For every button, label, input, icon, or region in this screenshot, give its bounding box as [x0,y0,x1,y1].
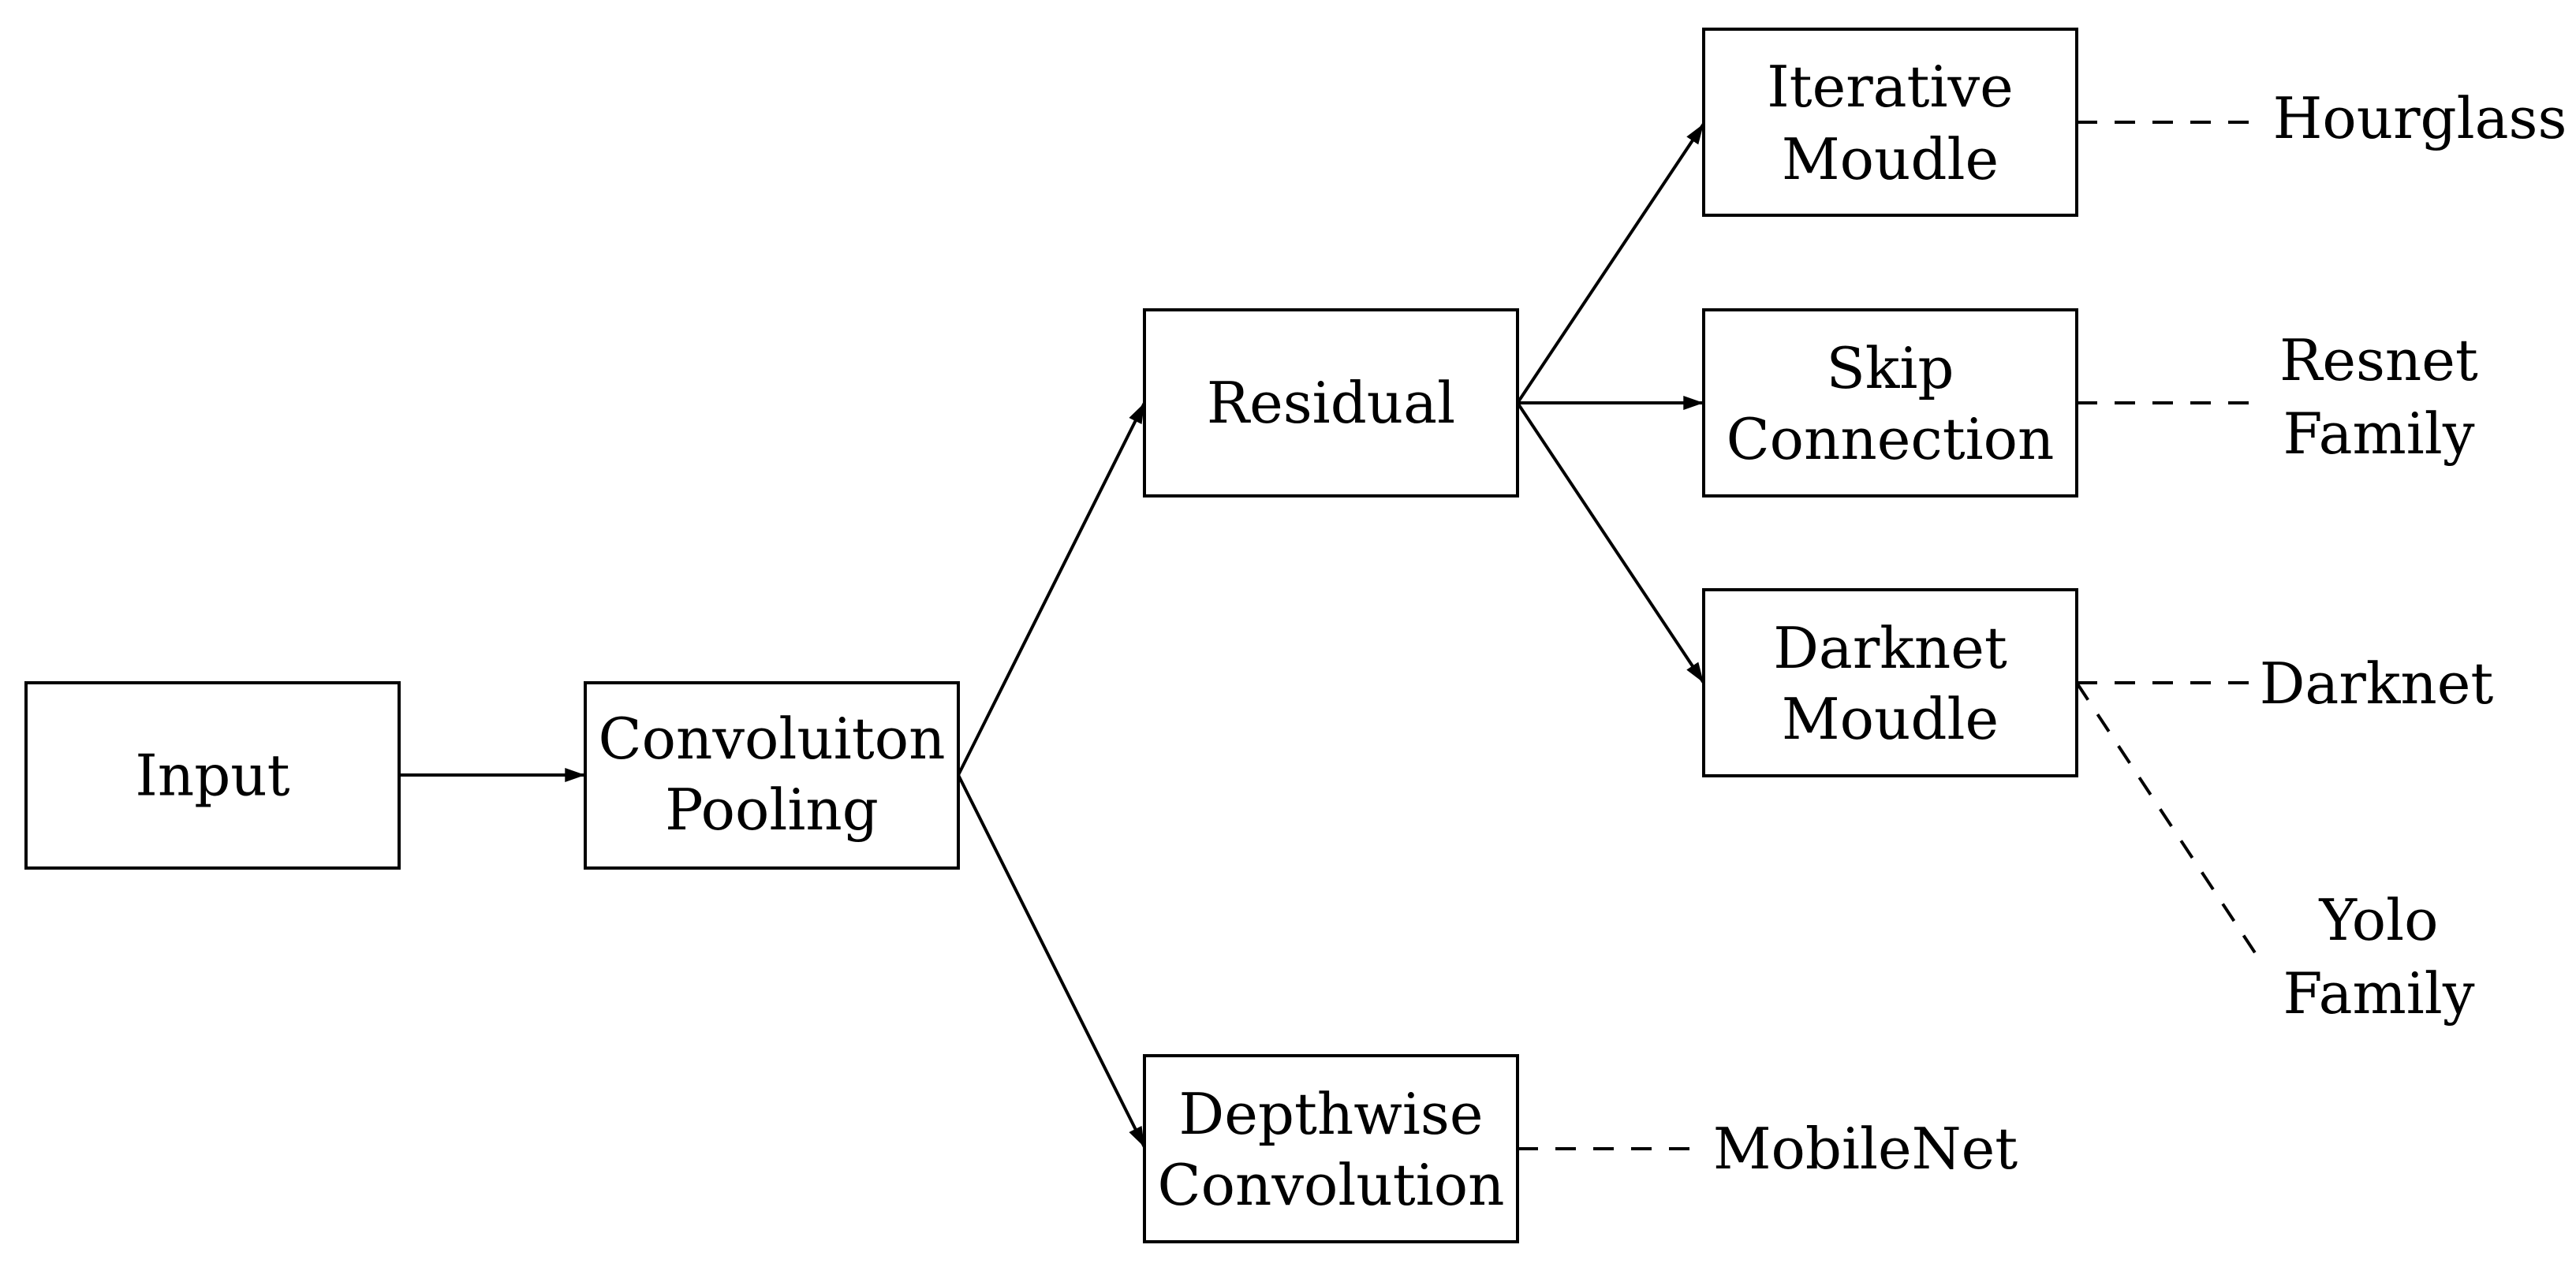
iterative-moudle-line-1: Iterative [1767,54,2014,120]
svg-text:MobileNet: MobileNet [1713,1116,2018,1182]
convolution-pooling-line-1: Convoluiton [599,706,946,772]
depthwise-convolution-line-2: Convolution [1158,1152,1505,1218]
skip-connection-node: Skip Connection [1702,308,2078,497]
svg-text:Moudle: Moudle [1782,686,1999,752]
svg-text:Darknet: Darknet [1773,615,2007,681]
residual-node: Residual [1143,308,1519,497]
svg-text:Pooling: Pooling [665,777,879,843]
iterative-moudle-line-2: Moudle [1782,126,1999,192]
svg-text:Family: Family [2283,401,2475,467]
hourglass-label: Hourglass [2273,85,2567,151]
darknet-moudle-line-2: Moudle [1782,686,1999,752]
svg-text:Depthwise: Depthwise [1179,1081,1484,1147]
darknet-label: Darknet [2260,650,2494,717]
depthwise-convolution-line-1: Depthwise [1179,1081,1484,1147]
skip-connection-line-2: Connection [1727,406,2055,472]
svg-text:Darknet: Darknet [2260,650,2494,717]
svg-text:Resnet: Resnet [2279,327,2478,393]
darknet-moudle-node: Darknet Moudle [1702,588,2078,777]
depthwise-convolution-node: Depthwise Convolution [1143,1054,1519,1243]
resnet-family-label: Resnet Family [2279,327,2478,467]
arrow-conv-to-depthwise [957,774,1146,1148]
iterative-moudle-node: Iterative Moudle [1702,28,2078,217]
convolution-pooling-line-2: Pooling [665,777,879,843]
svg-text:Input: Input [135,743,289,809]
input-node-label: Input [135,743,289,809]
residual-node-label: Residual [1207,370,1455,436]
arrow-residual-to-darknet-moudle [1516,401,1705,684]
svg-text:Yolo: Yolo [2319,887,2439,953]
yolo-family-label: Yolo Family [2283,887,2475,1027]
darknet-moudle-line-1: Darknet [1773,615,2007,681]
arrow-conv-to-residual [957,402,1146,776]
svg-text:Moudle: Moudle [1782,126,1999,192]
svg-text:Iterative: Iterative [1767,54,2014,120]
arrow-residual-to-iterative [1516,122,1705,404]
svg-text:Convoluiton: Convoluiton [599,706,946,772]
dashed-darknet-moudle-to-yolo [2075,681,2264,965]
svg-text:Skip: Skip [1826,335,1954,401]
mobilenet-label: MobileNet [1713,1116,2018,1182]
svg-text:Connection: Connection [1727,406,2055,472]
skip-connection-line-1: Skip [1826,335,1954,401]
svg-text:Hourglass: Hourglass [2273,85,2567,151]
svg-text:Convolution: Convolution [1158,1152,1505,1218]
convolution-pooling-node: Convoluiton Pooling [584,681,960,870]
svg-text:Family: Family [2283,960,2475,1027]
svg-text:Residual: Residual [1207,370,1455,436]
input-node: Input [24,681,401,870]
